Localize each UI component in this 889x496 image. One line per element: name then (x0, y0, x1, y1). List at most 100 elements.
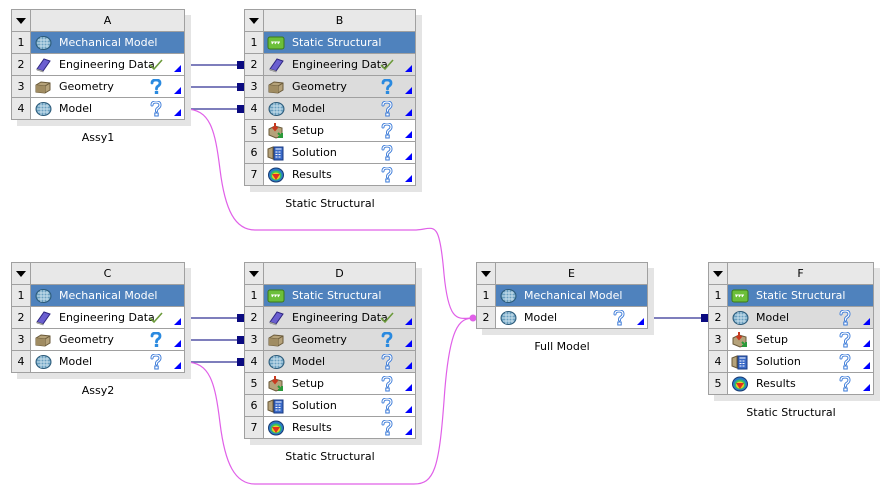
cell-content[interactable]: Geometry (31, 76, 185, 97)
cell-content[interactable]: Engineering Data (31, 307, 185, 328)
cell-content[interactable]: Engineering Data (264, 307, 416, 328)
question-outline-icon (379, 375, 395, 392)
cell-corner-marker[interactable] (405, 153, 412, 160)
cell-content[interactable]: Results (264, 417, 416, 438)
cell-corner-marker[interactable] (174, 340, 181, 347)
cell-content[interactable]: Setup (728, 329, 874, 350)
system-caption[interactable]: Assy1 (81, 131, 115, 144)
cell-content[interactable]: Model (264, 98, 416, 119)
cell-corner-marker[interactable] (174, 87, 181, 94)
cell-corner-marker[interactable] (174, 109, 181, 116)
cell-corner-marker[interactable] (174, 318, 181, 325)
system-menu-button[interactable] (709, 263, 728, 284)
system-letter: F (728, 263, 874, 284)
system-caption[interactable]: Static Structural (746, 406, 836, 419)
cell-content[interactable]: Model (728, 307, 874, 328)
cell-corner-marker[interactable] (405, 87, 412, 94)
system-menu-button[interactable] (12, 10, 31, 31)
cell-corner-marker[interactable] (405, 109, 412, 116)
cell-corner-marker[interactable] (174, 65, 181, 72)
cell-content[interactable]: Engineering Data (31, 54, 185, 75)
cell-corner-marker[interactable] (637, 318, 644, 325)
cell-content[interactable]: Solution (264, 142, 416, 163)
cell-content[interactable]: Geometry (264, 76, 416, 97)
cell-content[interactable]: Static Structural (264, 32, 416, 53)
cell-corner-marker[interactable] (405, 65, 412, 72)
cell-corner-marker[interactable] (863, 318, 870, 325)
cell-content[interactable]: Solution (728, 351, 874, 372)
cell-content[interactable]: Mechanical Model (31, 285, 185, 306)
cell-corner-marker[interactable] (405, 428, 412, 435)
cell-content[interactable]: Model (496, 307, 648, 328)
cell-content[interactable]: Static Structural (264, 285, 416, 306)
system-caption[interactable]: Static Structural (285, 450, 375, 463)
cell-content[interactable]: Static Structural (728, 285, 874, 306)
cell-content[interactable]: Model (264, 351, 416, 372)
cell-content[interactable]: Solution (264, 395, 416, 416)
system-caption[interactable]: Static Structural (285, 197, 375, 210)
system-caption[interactable]: Full Model (534, 340, 590, 353)
cell-content[interactable]: Model (31, 98, 185, 119)
cell-corner-marker[interactable] (174, 362, 181, 369)
cell-corner-marker[interactable] (405, 384, 412, 391)
system-menu-button[interactable] (245, 263, 264, 284)
cell-corner-marker[interactable] (405, 175, 412, 182)
cell-corner-marker[interactable] (863, 340, 870, 347)
cell-content[interactable]: Geometry (31, 329, 185, 350)
cell-content[interactable]: Setup (264, 120, 416, 141)
row-number: 6 (245, 142, 264, 163)
cell-content[interactable]: Engineering Data (264, 54, 416, 75)
setup-icon (267, 375, 285, 393)
cell-corner-marker[interactable] (405, 318, 412, 325)
system-menu-button[interactable] (245, 10, 264, 31)
cell-content[interactable]: Geometry (264, 329, 416, 350)
cell-corner-marker[interactable] (863, 362, 870, 369)
cell-content[interactable]: Mechanical Model (496, 285, 648, 306)
system-menu-button[interactable] (12, 263, 31, 284)
cell-corner-marker[interactable] (863, 384, 870, 391)
cell-content[interactable]: Results (728, 373, 874, 394)
connection-transfer-a4-e2[interactable] (184, 108, 475, 320)
cell-content[interactable]: Results (264, 164, 416, 185)
cell-content[interactable]: Mechanical Model (31, 32, 185, 53)
cell-corner-marker[interactable] (405, 362, 412, 369)
system-menu-button[interactable] (477, 263, 496, 284)
cell-content[interactable]: Model (31, 351, 185, 372)
cell-corner-marker[interactable] (405, 406, 412, 413)
cell-corner-marker[interactable] (405, 340, 412, 347)
cell-content[interactable]: Setup (264, 373, 416, 394)
cell-corner-marker[interactable] (405, 131, 412, 138)
connection-transfer-c4-e2[interactable] (184, 317, 475, 485)
system-caption[interactable]: Assy2 (81, 384, 115, 397)
